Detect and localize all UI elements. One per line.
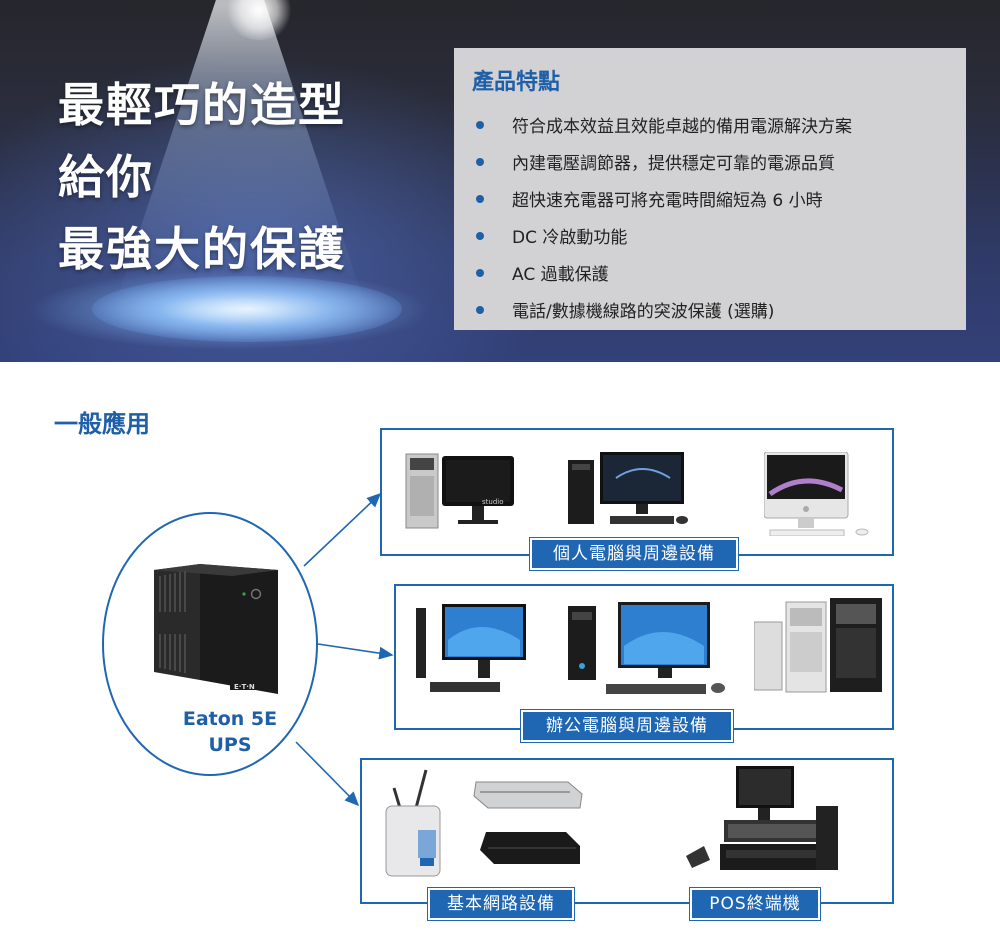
ups-label: Eaton 5E UPS: [160, 706, 300, 758]
caption-pc: 個人電腦與周邊設備: [529, 537, 739, 571]
tower-servers-icon: [754, 598, 882, 693]
hero-title-line-2: 給你: [58, 150, 154, 204]
feature-text: 電話/數據機線路的突波保護 (選購): [512, 302, 775, 322]
desktop-pc-icon: [568, 452, 688, 524]
ups-label-line-1: Eaton 5E: [182, 708, 278, 730]
hero-title-line-3: 最強大的保護: [58, 222, 346, 276]
pos-terminal-icon: [686, 766, 838, 870]
feature-item: 符合成本效益且效能卓越的備用電源解決方案: [476, 106, 852, 143]
caption-office: 辦公電腦與周邊設備: [520, 709, 734, 743]
bullet-icon: [476, 268, 484, 277]
hero-title: 最輕巧的造型 給你 最強大的保護: [58, 82, 346, 298]
ups-brand-logo: E·T·N: [234, 683, 255, 691]
feature-text: AC 過載保護: [512, 265, 609, 285]
bullet-icon: [476, 157, 484, 166]
bullet-icon: [476, 305, 484, 314]
feature-text: 符合成本效益且效能卓越的備用電源解決方案: [512, 117, 852, 137]
feature-list: 符合成本效益且效能卓越的備用電源解決方案 內建電壓調節器，提供穩定可靠的電源品質…: [476, 106, 852, 328]
feature-text: DC 冷啟動功能: [512, 228, 628, 248]
feature-text: 內建電壓調節器，提供穩定可靠的電源品質: [512, 154, 835, 174]
feature-item: 電話/數據機線路的突波保護 (選購): [476, 291, 852, 328]
thin-client-icon: [416, 604, 526, 692]
ups-label-line-2: UPS: [208, 734, 252, 756]
section-title: 一般應用: [54, 410, 150, 438]
desktop-pc-icon: studio: [405, 453, 514, 529]
hero-banner: 最輕巧的造型 給你 最強大的保護 產品特點 符合成本效益且效能卓越的備用電源解決…: [0, 0, 1000, 362]
feature-text: 超快速充電器可將充電時間縮短為 6 小時: [512, 191, 823, 211]
hero-title-line-1: 最輕巧的造型: [58, 78, 346, 132]
ups-device-icon: E·T·N: [154, 564, 278, 694]
bullet-icon: [476, 120, 484, 129]
caption-network: 基本網路設備: [427, 887, 575, 921]
arrow-to-office: [317, 643, 394, 660]
features-title: 產品特點: [472, 70, 561, 95]
arrow-to-pc: [303, 492, 382, 567]
spotlight-pool: [92, 276, 402, 342]
bullet-icon: [476, 194, 484, 203]
office-desktop-icon: [568, 602, 725, 694]
feature-item: 內建電壓調節器，提供穩定可靠的電源品質: [476, 143, 852, 180]
feature-item: DC 冷啟動功能: [476, 217, 852, 254]
caption-pos: POS終端機: [689, 887, 821, 921]
studio-monitor-logo: studio: [482, 498, 504, 506]
arrow-to-network: [295, 741, 360, 807]
features-panel: 產品特點 符合成本效益且效能卓越的備用電源解決方案 內建電壓調節器，提供穩定可靠…: [454, 48, 966, 330]
bullet-icon: [476, 231, 484, 240]
feature-item: 超快速充電器可將充電時間縮短為 6 小時: [476, 180, 852, 217]
imac-icon: [764, 452, 869, 536]
feature-item: AC 過載保護: [476, 254, 852, 291]
network-router-icon: [385, 769, 583, 877]
